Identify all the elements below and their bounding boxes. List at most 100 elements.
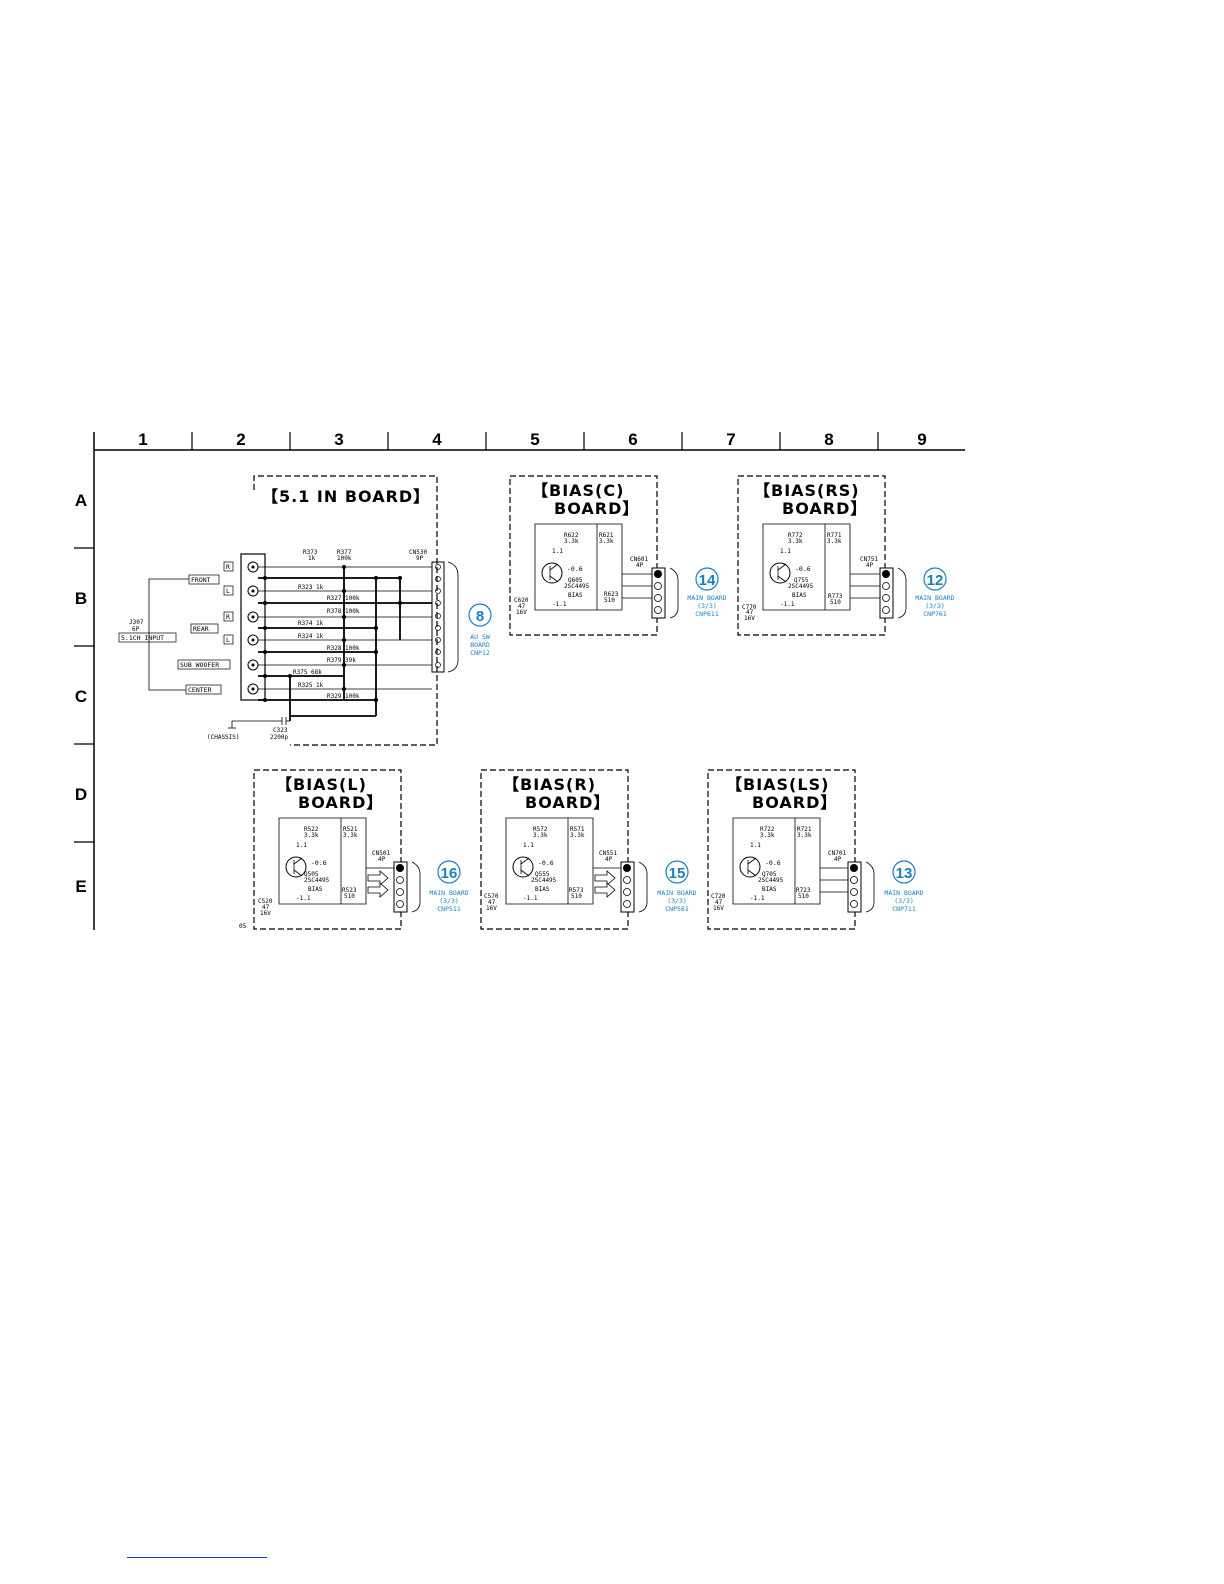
svg-text:Q555: Q555 (535, 871, 550, 878)
svg-text:1.1: 1.1 (780, 548, 791, 555)
board-code: 05 (239, 923, 247, 930)
bias-ls-title1: 【BIAS(LS) (726, 775, 829, 794)
svg-text:47: 47 (518, 603, 526, 610)
svg-text:-1.1: -1.1 (780, 601, 795, 608)
svg-text:CN601: CN601 (630, 556, 648, 563)
svg-text:R523: R523 (342, 887, 357, 894)
bias-c-title2: BOARD】 (554, 499, 639, 518)
svg-text:R572: R572 (533, 826, 548, 833)
in-board-wiring (228, 565, 432, 729)
svg-text:BIAS: BIAS (792, 592, 807, 599)
ref-14-line2: (3/3) (697, 602, 717, 610)
svg-text:3.3k: 3.3k (343, 832, 358, 839)
svg-text:-0.6: -0.6 (765, 859, 781, 867)
in-board-title: 【5.1 IN BOARD】 (262, 487, 430, 506)
svg-text:1.1: 1.1 (750, 842, 761, 849)
ref-8-line2: BOARD (470, 641, 490, 649)
svg-text:C720: C720 (711, 893, 726, 900)
r374-label: R374 1k (298, 620, 324, 627)
grid-col-2: 2 (236, 430, 245, 449)
bias-r-title1: 【BIAS(R) (503, 775, 596, 794)
svg-text:3.3k: 3.3k (788, 538, 803, 545)
svg-text:-1.1: -1.1 (296, 895, 311, 902)
ref-13-number: 13 (896, 865, 913, 882)
bias-l-board: 【BIAS(L) BOARD】 R522 3.3k R521 3.3k 1.1 … (253, 769, 421, 930)
svg-text:R773: R773 (828, 593, 843, 600)
svg-text:C570: C570 (484, 893, 499, 900)
svg-text:R721: R721 (797, 826, 812, 833)
ref-14-line3: CNP611 (695, 610, 719, 618)
svg-text:3.3k: 3.3k (797, 832, 812, 839)
svg-text:4P: 4P (605, 856, 613, 863)
front-l-label: L (226, 587, 230, 595)
svg-text:R621: R621 (599, 532, 614, 539)
svg-text:3.3k: 3.3k (827, 538, 842, 545)
ref-13-line2: (3/3) (894, 897, 914, 905)
svg-text:CN751: CN751 (860, 556, 878, 563)
r329-label: R329 100k (327, 693, 360, 700)
svg-text:2SC4495: 2SC4495 (304, 877, 330, 884)
svg-text:-0.6: -0.6 (311, 859, 327, 867)
r378-label: R378 100k (327, 608, 360, 615)
svg-text:2SC4495: 2SC4495 (758, 877, 784, 884)
jack-pins: 6P (132, 626, 140, 633)
grid-col-5: 5 (530, 430, 539, 449)
svg-text:BIAS: BIAS (568, 592, 583, 599)
ref-12-line1: MAIN BOARD (915, 594, 954, 602)
ref-15-line3: CNP561 (665, 905, 689, 913)
svg-text:R571: R571 (570, 826, 585, 833)
svg-text:BIAS: BIAS (308, 886, 323, 893)
svg-text:510: 510 (571, 893, 582, 900)
svg-text:Q755: Q755 (794, 577, 809, 584)
svg-text:R623: R623 (604, 591, 619, 598)
grid-row-b: B (75, 589, 87, 608)
r377-value: 100k (337, 555, 352, 562)
grid-row-a: A (75, 491, 87, 510)
svg-text:510: 510 (830, 599, 841, 606)
grid-row-c: C (75, 687, 87, 706)
ref-12-number: 12 (927, 572, 944, 589)
svg-text:-0.6: -0.6 (567, 565, 583, 573)
svg-text:C520: C520 (258, 898, 273, 905)
ref-12-line2: (3/3) (925, 602, 945, 610)
cn530-label: CN530 (409, 549, 427, 556)
svg-text:1.1: 1.1 (552, 548, 563, 555)
ref-8-circle (468, 603, 492, 627)
in-board-outline (253, 475, 438, 746)
r373-label: R373 (303, 549, 318, 556)
svg-text:R723: R723 (796, 887, 811, 894)
footer-link-line[interactable] (127, 1557, 267, 1558)
r327-label: R327 100k (327, 595, 360, 602)
svg-text:1.1: 1.1 (296, 842, 307, 849)
svg-text:16V: 16V (744, 615, 755, 622)
svg-text:R771: R771 (827, 532, 842, 539)
bias-c-title1: 【BIAS(C) (532, 481, 624, 500)
r379-label: R379 39k (327, 657, 356, 664)
ref-14-number: 14 (699, 572, 716, 589)
r328-label: R328 100k (327, 645, 360, 652)
svg-text:3.3k: 3.3k (564, 538, 579, 545)
r325-label: R325 1k (298, 682, 324, 689)
svg-text:4P: 4P (866, 562, 874, 569)
svg-text:47: 47 (488, 899, 496, 906)
grid-col-6: 6 (628, 430, 637, 449)
grid-row-e: E (75, 877, 86, 896)
svg-text:C770: C770 (742, 604, 757, 611)
in-board: 【5.1 IN BOARD】 R L R L FRONT REAR SUB WO… (118, 475, 492, 746)
svg-text:510: 510 (604, 597, 615, 604)
rear-l-label: L (226, 636, 230, 644)
svg-text:Q505: Q505 (304, 871, 319, 878)
svg-text:R573: R573 (569, 887, 584, 894)
svg-text:4P: 4P (378, 856, 386, 863)
sub-woofer-label: SUB WOOFER (180, 661, 219, 669)
grid-row-labels: A B C D E (75, 491, 87, 896)
svg-text:16V: 16V (260, 910, 271, 917)
svg-text:-1.1: -1.1 (552, 601, 567, 608)
svg-text:3.3k: 3.3k (760, 832, 775, 839)
r323-label: R323 1k (298, 584, 324, 591)
ref-16-line2: (3/3) (439, 897, 459, 905)
grid-col-3: 3 (334, 430, 343, 449)
svg-text:3.3k: 3.3k (570, 832, 585, 839)
bias-r-board: 【BIAS(R) BOARD】 R572 3.3k R571 3.3k 1.1 … (480, 769, 648, 930)
